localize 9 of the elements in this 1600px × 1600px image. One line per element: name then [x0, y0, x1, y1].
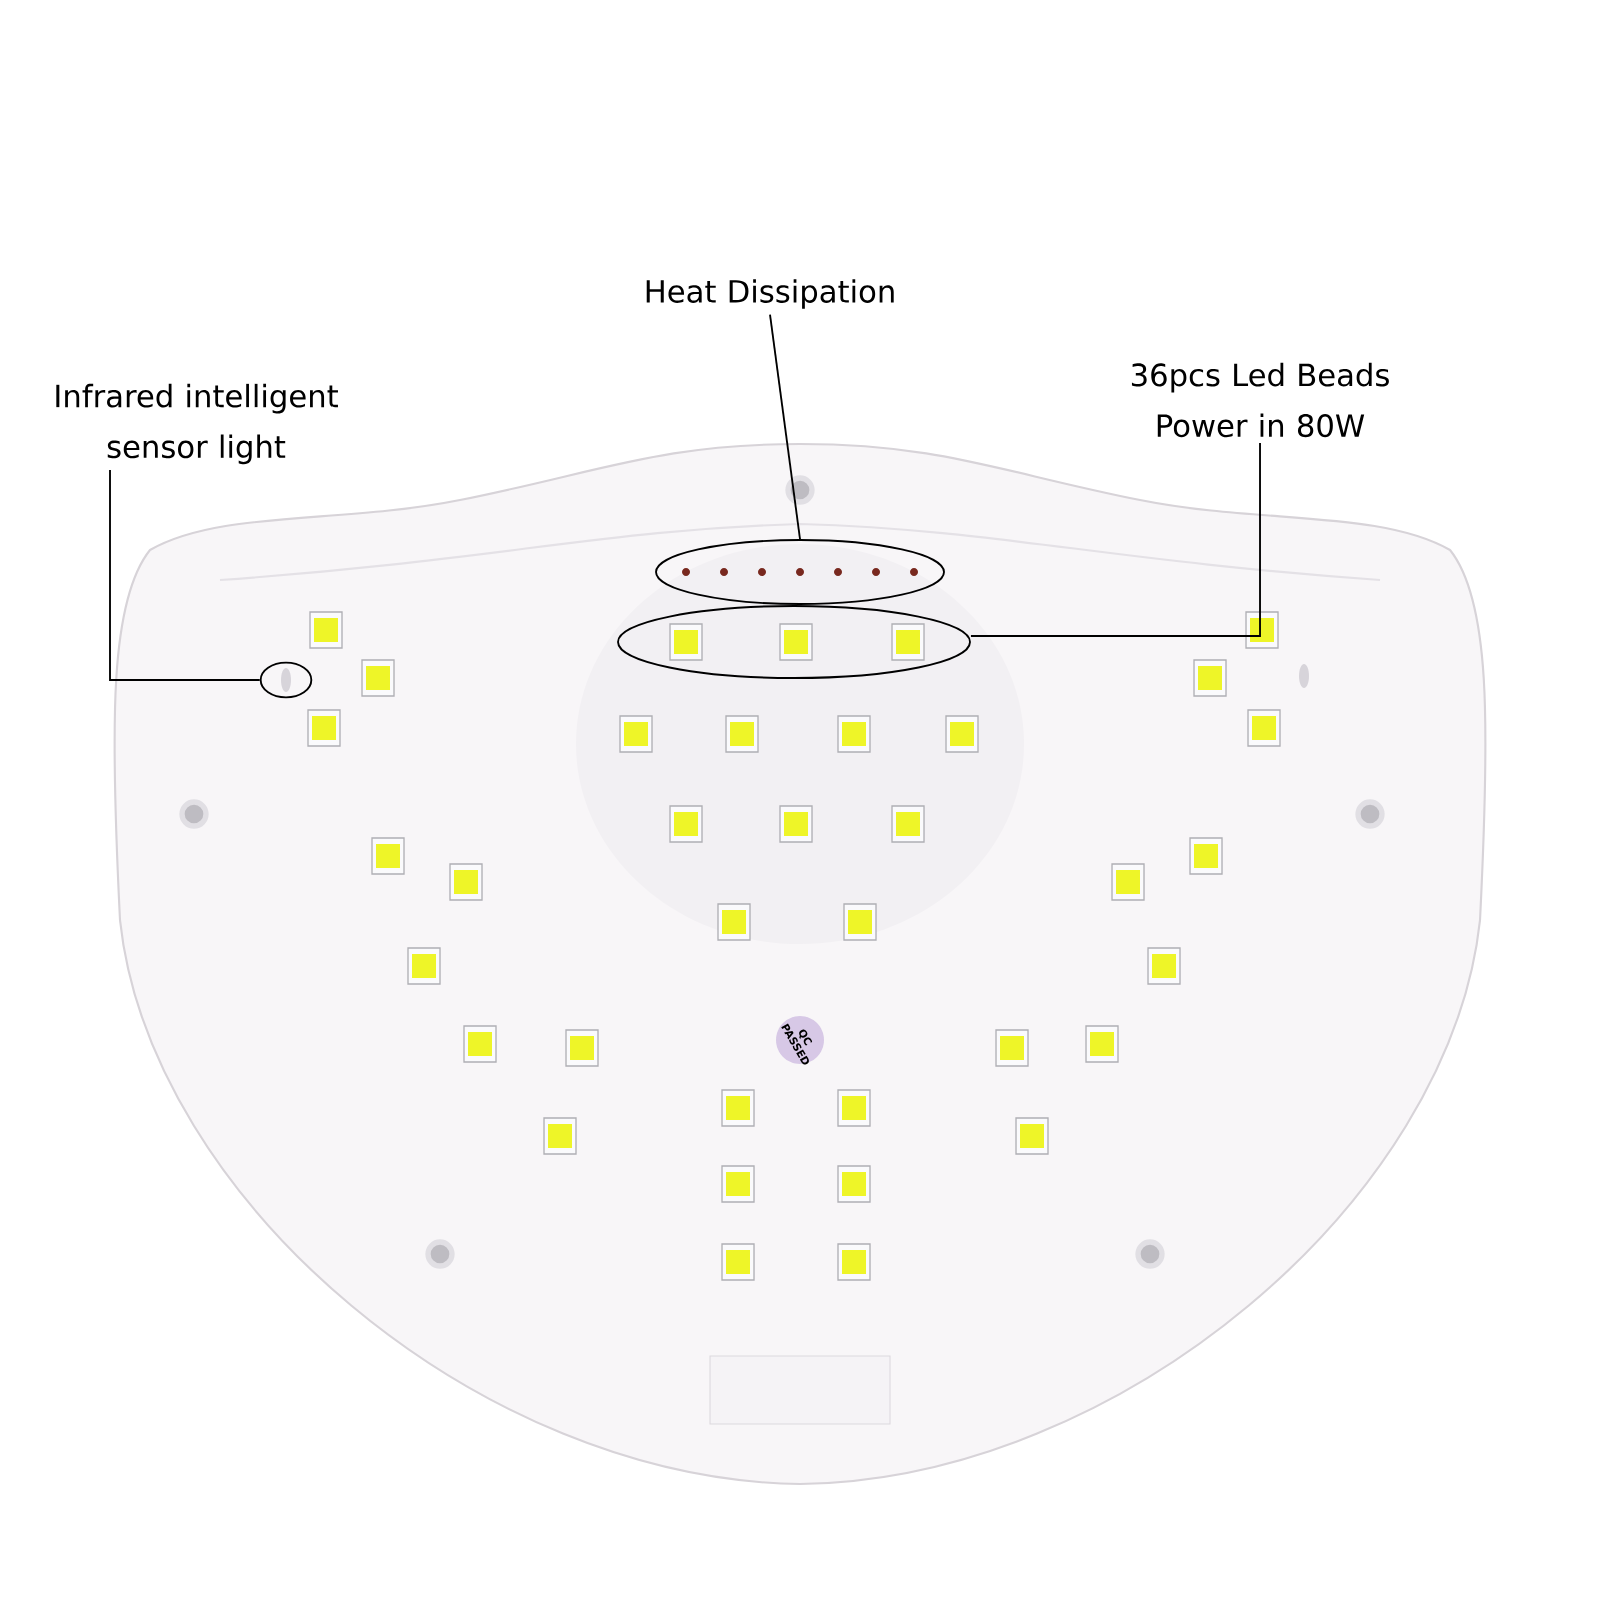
callout-text: Infrared intelligent sensor light [56, 383, 338, 465]
leader-line [970, 442, 1261, 637]
leader-line [109, 469, 261, 681]
highlight-ellipse [655, 539, 945, 605]
callout-text: Heat Dissipation [646, 279, 894, 309]
callout-text: 36pcs Led Beads Power in 80W [1131, 362, 1389, 438]
highlight-ellipse [259, 661, 313, 699]
highlight-ellipse [617, 605, 971, 679]
leader-line [769, 313, 801, 540]
